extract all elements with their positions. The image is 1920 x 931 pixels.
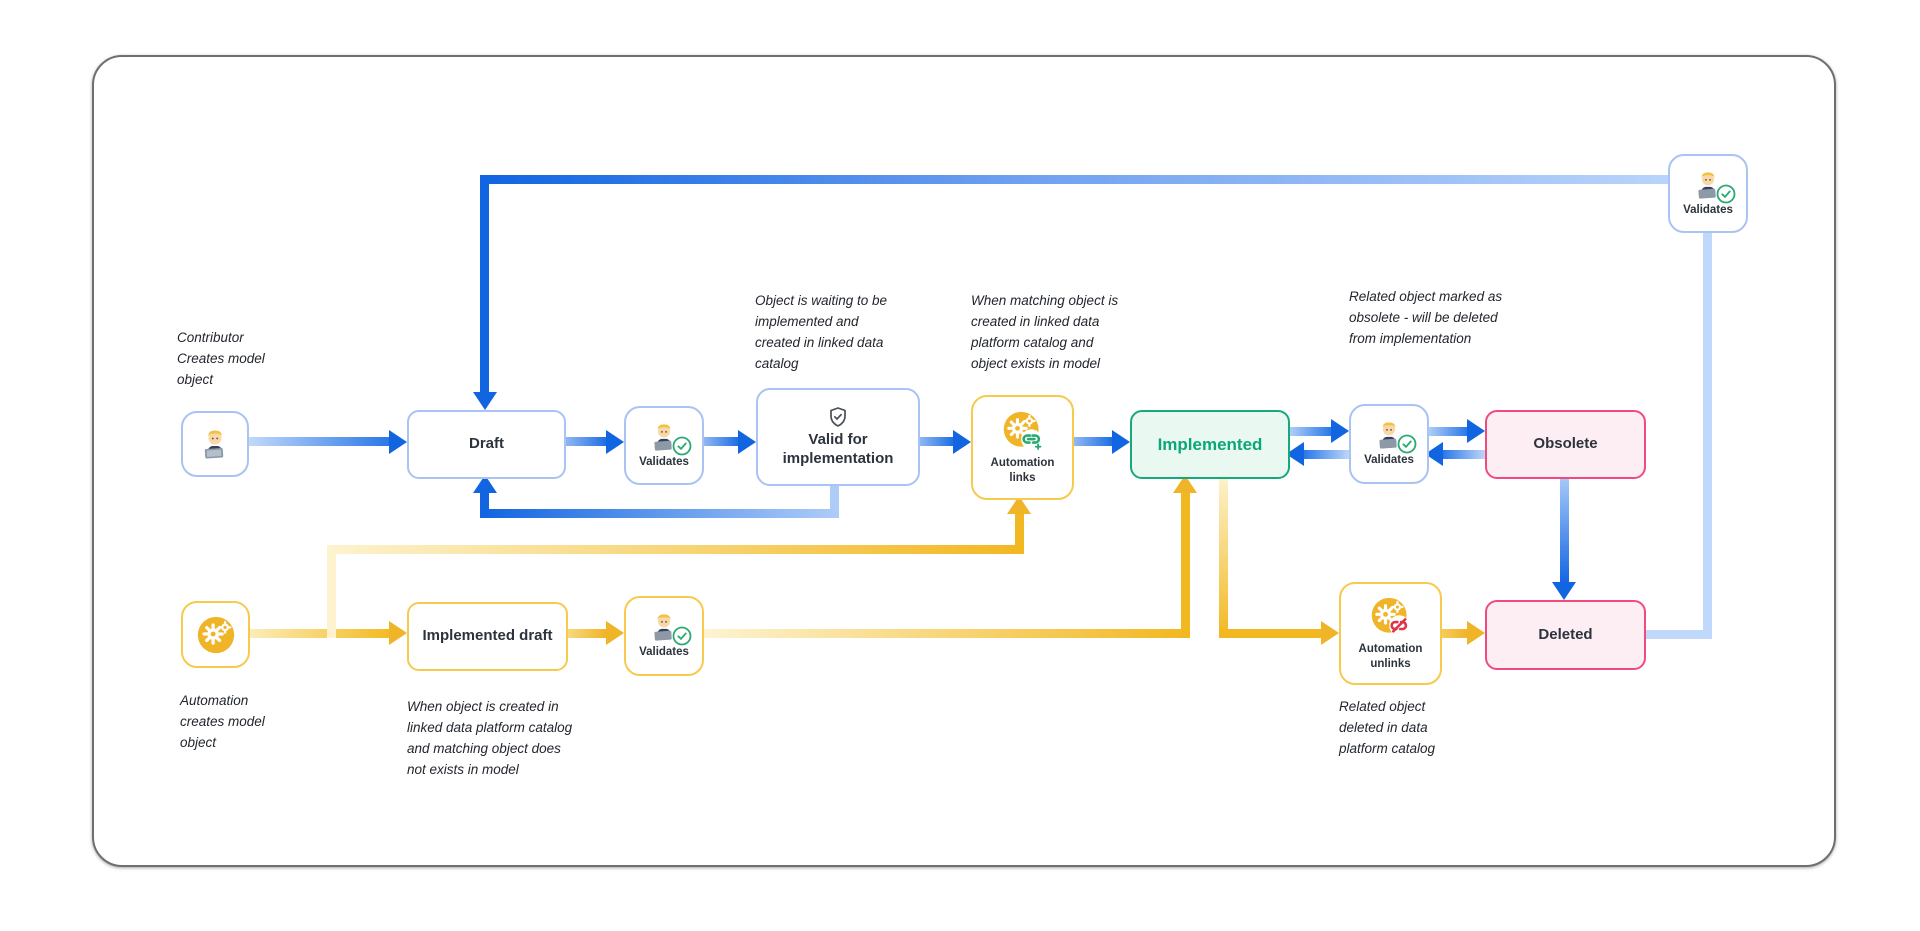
node-contributor <box>181 411 249 477</box>
node-obsolete: Obsolete <box>1485 410 1646 479</box>
check-badge-icon <box>672 626 692 646</box>
node-validates-label: Validates <box>1364 454 1414 467</box>
note-waiting: Object is waiting to be implemented and … <box>755 293 888 371</box>
arrow-line <box>480 175 489 392</box>
arrow-line <box>484 175 1668 184</box>
node-implemented-label: Implemented <box>1157 434 1263 454</box>
note-matching: When matching object is created in linke… <box>971 293 1119 371</box>
node-automation-unlinks: Automation unlinks <box>1339 582 1442 685</box>
arrow-line <box>482 509 839 518</box>
arrowhead-down <box>1552 582 1576 600</box>
arrow-line <box>830 480 839 514</box>
node-deleted: Deleted <box>1485 600 1646 670</box>
arrowhead-right <box>606 430 624 454</box>
arrowhead-right <box>606 621 624 645</box>
node-deleted-label: Deleted <box>1538 625 1593 643</box>
arrowhead-right <box>1467 621 1485 645</box>
arrowhead-up <box>473 475 497 493</box>
check-badge-icon <box>672 436 692 456</box>
arrow-line <box>1703 229 1712 639</box>
arrow-line <box>1438 629 1467 638</box>
arrowhead-right <box>389 430 407 454</box>
node-implemented: Implemented <box>1130 410 1290 479</box>
note-contributor: Contributor Creates model object <box>177 330 265 387</box>
node-implemented-draft: Implemented draft <box>407 602 568 671</box>
automation-link-icon <box>1001 410 1045 454</box>
node-automation-links: Automation links <box>971 395 1074 500</box>
arrow-line <box>700 437 738 446</box>
arrowhead-up <box>1007 496 1031 514</box>
automation-gear-icon <box>195 614 237 656</box>
node-automation-creator <box>181 601 250 668</box>
node-validates-top: Validates <box>1668 154 1748 233</box>
arrowhead-right <box>738 430 756 454</box>
arrow-line <box>1219 629 1321 638</box>
arrow-line <box>916 437 953 446</box>
technologist-icon <box>647 612 692 646</box>
technologist-icon <box>1372 420 1417 454</box>
node-draft: Draft <box>407 410 566 479</box>
arrow-line <box>1181 491 1190 638</box>
node-valid-label: Valid for implementation <box>782 431 894 467</box>
arrowhead-right <box>1112 430 1130 454</box>
node-automation-links-label: Automation links <box>990 456 1055 484</box>
arrow-line <box>1560 475 1569 582</box>
arrowhead-right <box>1321 621 1339 645</box>
node-validates-3: Validates <box>624 596 704 676</box>
note-deleted: Related object deleted in data platform … <box>1339 699 1436 756</box>
arrow-line <box>1425 427 1467 436</box>
arrowhead-right <box>1331 419 1349 443</box>
arrow-line <box>1304 450 1349 459</box>
technologist-icon <box>647 422 692 455</box>
node-validates-2: Validates <box>1349 404 1429 484</box>
node-validates-label: Validates <box>639 646 689 659</box>
node-valid-for-implementation: Valid for implementation <box>756 388 920 486</box>
arrow-line <box>480 491 489 518</box>
arrowhead-right <box>389 621 407 645</box>
note-automation: Automation creates model object <box>180 693 265 750</box>
node-validates-label: Validates <box>639 455 689 468</box>
arrow-line <box>1286 427 1331 436</box>
arrowhead-left <box>1425 442 1443 466</box>
arrow-line <box>1070 437 1112 446</box>
arrow-line <box>564 629 606 638</box>
arrow-line <box>1641 630 1712 639</box>
arrow-line <box>700 629 1186 638</box>
node-validates-label: Validates <box>1683 203 1733 216</box>
technologist-icon <box>197 428 233 460</box>
arrow-line <box>327 552 336 638</box>
arrowhead-right <box>953 430 971 454</box>
technologist-icon <box>1691 170 1736 203</box>
note-created-in-catalog: When object is created in linked data pl… <box>407 699 573 777</box>
arrowhead-left <box>1286 442 1304 466</box>
arrow-line <box>1015 513 1024 554</box>
node-validates-1: Validates <box>624 406 704 485</box>
arrowhead-up <box>1173 475 1197 493</box>
arrow-line <box>1219 475 1228 638</box>
node-draft-label: Draft <box>468 435 504 453</box>
check-badge-icon <box>1716 184 1736 204</box>
node-automation-unlinks-label: Automation unlinks <box>1358 642 1423 670</box>
arrow-line <box>327 545 1020 554</box>
arrowhead-down <box>473 392 497 410</box>
node-obsolete-label: Obsolete <box>1533 435 1598 453</box>
arrow-line <box>246 629 389 638</box>
automation-unlink-icon <box>1369 596 1413 640</box>
note-obsolete: Related object marked as obsolete - will… <box>1349 289 1503 346</box>
arrow-line <box>245 437 389 446</box>
node-implemented-draft-label: Implemented draft <box>422 627 553 645</box>
arrow-line <box>561 437 606 446</box>
arrowhead-right <box>1467 419 1485 443</box>
diagram-card: Draft Validates Valid for implementation… <box>92 55 1836 867</box>
arrow-line <box>1443 450 1485 459</box>
shield-check-icon <box>826 405 850 429</box>
check-badge-icon <box>1397 434 1417 454</box>
